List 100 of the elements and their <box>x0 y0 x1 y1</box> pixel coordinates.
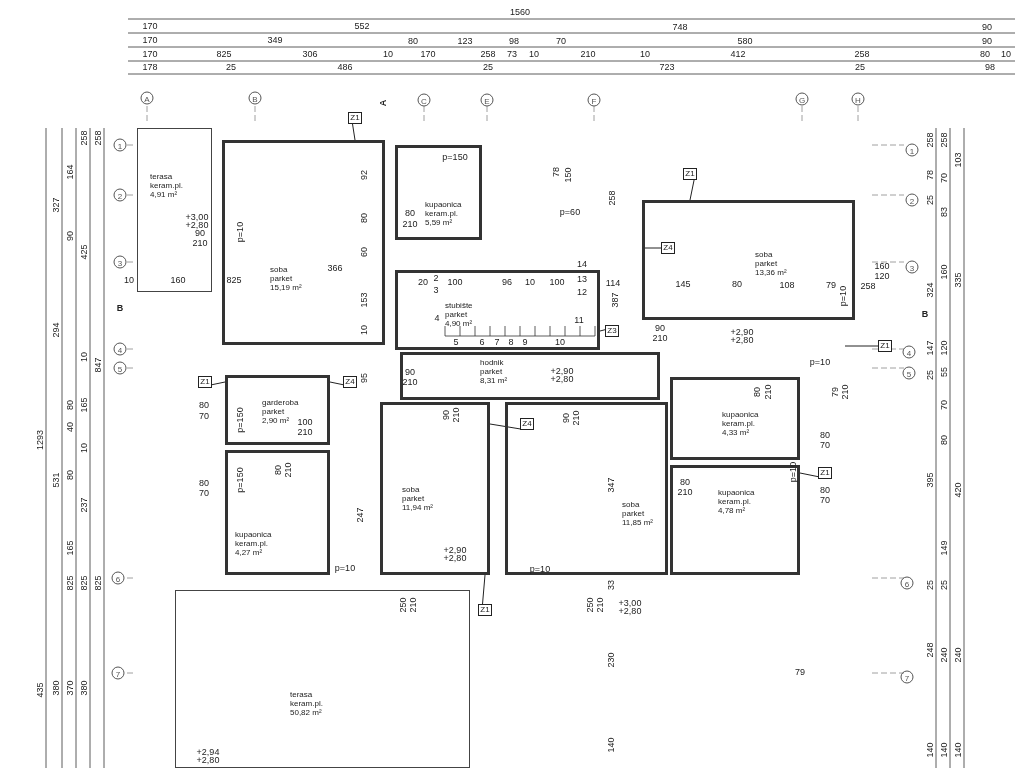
dimension-text: 100 <box>447 277 463 287</box>
room-name: soba <box>755 250 773 259</box>
room <box>395 145 482 240</box>
dimension-text: 580 <box>737 36 753 46</box>
door-size-text: 250 <box>398 597 408 613</box>
level-mark-text: +3,00 <box>618 598 642 608</box>
room-name: kupaonica <box>722 410 759 419</box>
level-mark-text: +2,94 <box>196 747 220 757</box>
room <box>225 375 330 445</box>
dimension-text: 25 <box>925 580 935 590</box>
door-size-text: 90 <box>655 323 665 333</box>
dimension-text: 10 <box>525 277 535 287</box>
floor-finish-text: keram.pl. <box>150 181 183 190</box>
dimension-text: 349 <box>267 35 283 45</box>
dimension-text: 170 <box>420 49 436 59</box>
floor-finish-text: keram.pl. <box>235 539 268 548</box>
dimension-text: 380 <box>79 680 89 696</box>
leader-line <box>211 381 226 386</box>
dimension-text: 10 <box>383 49 393 59</box>
door-size-text: 90 <box>405 367 415 377</box>
door-size-text: 210 <box>408 597 418 613</box>
dimension-text: 170 <box>142 21 158 31</box>
dimension-text: 80 <box>408 36 418 46</box>
stair-step-number: 4 <box>434 313 440 323</box>
door-size-text: 79 <box>830 387 840 397</box>
dimension-text: 294 <box>51 322 61 338</box>
dimension-text: 140 <box>606 737 616 753</box>
dimension-text: 70 <box>939 400 949 410</box>
level-mark-text: +2,80 <box>550 374 574 384</box>
door-size-text: 250 <box>585 597 595 613</box>
door-size-text: 70 <box>820 495 830 505</box>
dimension-text: 70 <box>556 36 566 46</box>
floor-finish-text: parket <box>755 259 778 268</box>
dimension-text: 103 <box>953 152 963 168</box>
room-name: kupaonica <box>235 530 272 539</box>
room-name: garderoba <box>262 398 299 407</box>
dimension-text: 164 <box>65 164 75 180</box>
dimension-text: 70 <box>939 173 949 183</box>
dimension-text: 153 <box>359 292 369 308</box>
stair-step-number: 2 <box>433 273 439 283</box>
door-size-text: 70 <box>199 411 209 421</box>
door-size-text: 80 <box>273 465 283 475</box>
dimension-text: 258 <box>480 49 496 59</box>
level-mark-text: +2,80 <box>196 755 220 765</box>
room-area-text: 15,19 m² <box>270 283 302 292</box>
dimension-text: 95 <box>359 373 369 383</box>
dimension-text: 123 <box>457 36 473 46</box>
room-area-text: 4,91 m² <box>150 190 178 199</box>
dimension-text: 825 <box>216 49 232 59</box>
dimension-text: p=60 <box>559 207 581 217</box>
dimension-text: 98 <box>985 62 995 72</box>
dimension-text: 1293 <box>35 430 45 450</box>
dimension-text: 120 <box>874 271 890 281</box>
dimension-text: 258 <box>925 132 935 148</box>
level-mark-text: +2,80 <box>185 220 209 230</box>
dimension-text: 33 <box>606 580 616 590</box>
dimension-text: 380 <box>51 680 61 696</box>
dimension-text: 178 <box>142 62 158 72</box>
dimension-text: 80 <box>980 49 990 59</box>
dimension-text: 78 <box>551 167 561 177</box>
dimension-text: 723 <box>659 62 675 72</box>
section-mark: B <box>116 303 124 313</box>
dimension-text: 79 <box>826 280 836 290</box>
stair-step-number: 3 <box>433 285 439 295</box>
leader-line <box>599 329 606 332</box>
dimension-text: 412 <box>730 49 746 59</box>
dimension-text: p=10 <box>838 285 848 307</box>
door-size-text: 80 <box>820 430 830 440</box>
callout-tag: Z1 <box>198 376 212 388</box>
dimension-text: 25 <box>939 580 949 590</box>
callout-tag: Z1 <box>878 340 892 352</box>
door-size-text: 210 <box>652 333 668 343</box>
door-size-text: 80 <box>820 485 830 495</box>
section-mark: B <box>921 309 929 319</box>
dimension-text: 258 <box>860 281 876 291</box>
room <box>225 450 330 575</box>
room-area-text: 5,59 m² <box>425 218 453 227</box>
room <box>395 270 600 350</box>
floor-finish-text: parket <box>270 274 293 283</box>
room-name: soba <box>622 500 640 509</box>
leader-line <box>844 345 879 347</box>
door-size-text: 210 <box>402 219 418 229</box>
dimension-text: 25 <box>925 370 935 380</box>
room-name: hodnik <box>480 358 504 367</box>
stair-step-number: 8 <box>508 337 514 347</box>
room-area-text: 13,36 m² <box>755 268 787 277</box>
dimension-text: 92 <box>359 170 369 180</box>
dimension-text: 25 <box>855 62 865 72</box>
dimension-text: 147 <box>925 340 935 356</box>
dimension-text: 366 <box>327 263 343 273</box>
door-size-text: 210 <box>192 238 208 248</box>
door-size-text: 80 <box>680 477 690 487</box>
stair-step-number: 11 <box>574 315 584 325</box>
door-size-text: 210 <box>451 407 461 423</box>
floor-finish-text: keram.pl. <box>722 419 755 428</box>
room <box>642 200 855 320</box>
callout-tag: Z4 <box>661 242 675 254</box>
dimension-text: 40 <box>65 422 75 432</box>
leader-line <box>482 574 486 605</box>
floor-finish-text: parket <box>402 494 425 503</box>
